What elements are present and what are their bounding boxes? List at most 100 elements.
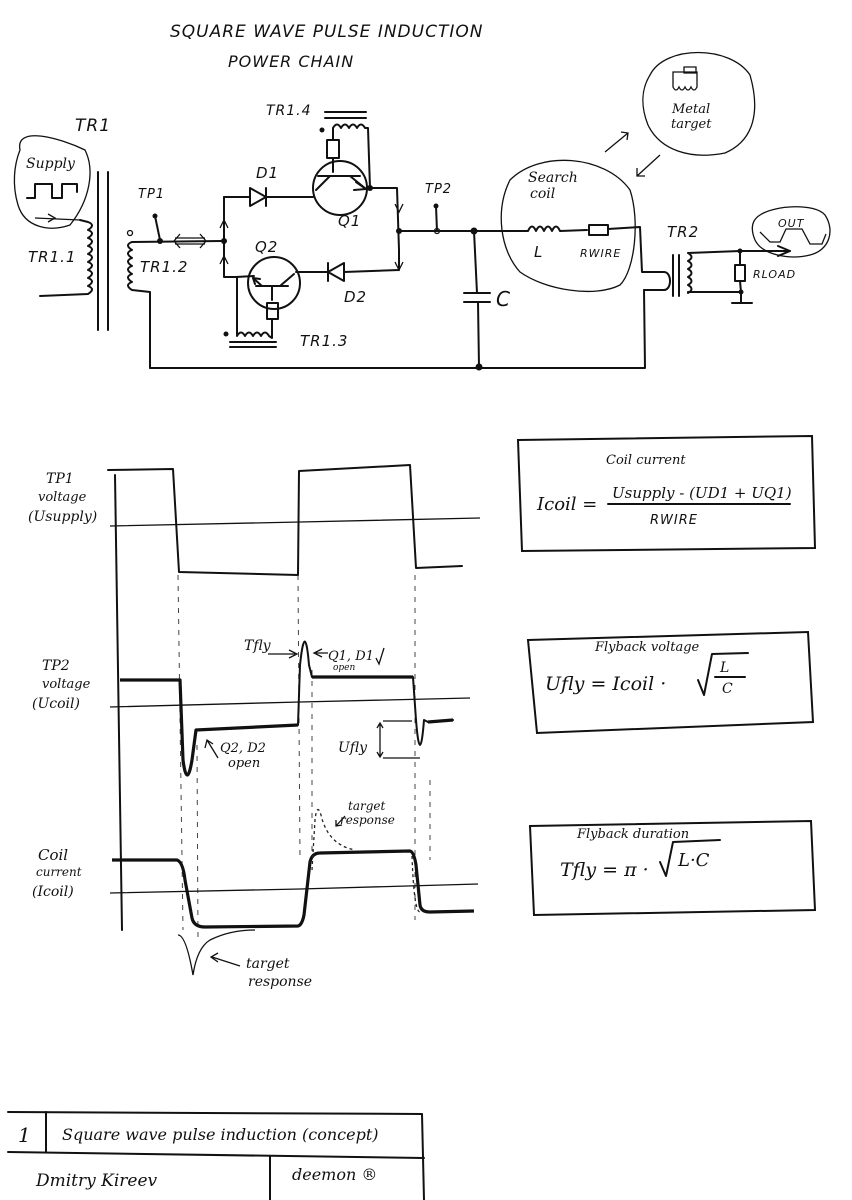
resistor-rwire-icon [588, 224, 609, 236]
polarity-dot-icon [126, 229, 134, 237]
diode-d2-icon [327, 262, 345, 282]
supply-arrow-icon [47, 213, 57, 223]
tr1-2-label: TR1.2 [140, 258, 188, 276]
metal-target-coil-icon [672, 66, 698, 91]
target-response-arrow-icon [209, 952, 241, 967]
guide-line [177, 574, 184, 931]
supply-label: Supply [26, 156, 76, 172]
flyback-duration-title: Flyback duration [576, 827, 689, 842]
tp1-waveform [107, 464, 463, 576]
search-coil-bubble [500, 159, 636, 293]
tp1-wave-label-3: (Usupply) [28, 509, 97, 525]
tp2-wave-label-1: TP2 [42, 658, 70, 674]
target-response-arrow-icon [335, 815, 346, 827]
q2-label: Q2 [255, 238, 278, 256]
tp1-label: TP1 [138, 187, 165, 202]
q1d1-open-label: Q1, D1 [328, 649, 374, 664]
resistor-icon [326, 139, 340, 159]
formula-flyback-voltage: Flyback voltage Ufly = Icoil · L C [526, 630, 815, 735]
guide-line [196, 744, 199, 941]
tfly-label: Tfly [244, 638, 272, 654]
capacitor-c-icon [463, 230, 491, 368]
coil-baseline [109, 883, 479, 894]
tr1-4-winding [332, 123, 371, 189]
tp2-wave-label-2: voltage [42, 677, 91, 692]
tp1-probe [154, 215, 161, 241]
resistor-rload-icon [734, 264, 746, 282]
guide-line [297, 574, 301, 861]
metal-target-label-1: Metal [671, 102, 710, 117]
title-block: 1 Square wave pulse induction (concept) … [7, 1111, 425, 1200]
supply-square-wave-icon [26, 183, 78, 199]
ufly-dimension-icon [376, 720, 420, 759]
flyback-voltage-lhs: Ufly = Icoil · [545, 673, 666, 695]
tp1-wave-label-2: voltage [38, 490, 87, 505]
coil-current-numerator: Usupply - (UD1 + UQ1) [612, 484, 792, 502]
tp2-waveform [120, 678, 299, 777]
coil-wave-label-3: (Icoil) [32, 884, 74, 900]
coil-current-lhs: Icoil = [536, 494, 597, 515]
sheet-description: Square wave pulse induction (concept) [62, 1125, 379, 1144]
q1d1-open-sub: open [333, 663, 356, 673]
target-response-label-2b: response [248, 974, 312, 990]
resistor-icon [266, 302, 279, 320]
target-response-curve [311, 808, 356, 871]
inductor-label: L [534, 243, 543, 261]
coil-wave-label-2: current [36, 865, 82, 879]
check-icon [375, 647, 385, 666]
tp2-probe [435, 205, 438, 232]
schematic: TR1 Supply TR1.1 TR1.2 TP1 D1 [13, 51, 831, 371]
rwire-label: RWIRE [580, 247, 621, 260]
sqrt-symbol-icon [697, 652, 749, 696]
tp2-label: TP2 [425, 182, 452, 197]
formula-flyback-duration: Flyback duration Tfly = π · L·C [528, 819, 817, 917]
arrow-to-target-icon [604, 131, 629, 153]
ufly-label: Ufly [338, 740, 368, 756]
q1-label: Q1 [338, 212, 361, 230]
target-response-curve [411, 855, 421, 913]
metal-target-bubble [642, 51, 756, 156]
d2-label: D2 [344, 288, 367, 306]
target-response-label-1: target [348, 799, 385, 813]
search-coil-label-2: coil [530, 186, 555, 202]
output-arrow-icon [777, 245, 791, 257]
tr1-label: TR1 [75, 116, 111, 136]
tr1-3-label: TR1.3 [300, 332, 348, 350]
transistor-q1-icon [312, 160, 368, 216]
bidirectional-arrow-icon [173, 233, 207, 249]
flyback-duration-sqrt-body: L·C [677, 850, 710, 871]
coil-waveform [112, 849, 475, 929]
target-response-label-1b: response [340, 813, 395, 827]
transistor-q2-icon [247, 256, 301, 310]
metal-target-label-2: target [671, 117, 712, 132]
tr1-1-label: TR1.1 [28, 248, 76, 266]
tfly-arrow-icon [268, 648, 328, 659]
q2d2-arrow-icon [204, 738, 219, 759]
time-axis [114, 474, 123, 931]
title-line-1: SQUARE WAVE PULSE INDUCTION [170, 22, 483, 42]
arrow-from-target-icon [636, 154, 661, 177]
search-coil-label-1: Search [528, 170, 578, 186]
rload-label: RLOAD [753, 268, 796, 281]
d1-label: D1 [256, 164, 279, 182]
tp1-baseline [109, 517, 481, 527]
brand-mark: deemon ® [292, 1165, 377, 1184]
tp1-wave-label-1: TP1 [46, 471, 74, 487]
current-arrow-icon [219, 218, 229, 265]
flyback-voltage-sqrt-num: L [719, 660, 729, 676]
tr1-4-label: TR1.4 [266, 103, 312, 119]
tp2-baseline [109, 697, 471, 708]
capacitor-label: C [496, 287, 511, 311]
flyback-voltage-sqrt-den: C [722, 681, 733, 697]
inductor-l-icon [509, 225, 588, 232]
sheet-number: 1 [18, 1123, 31, 1147]
tr1-2-winding [127, 241, 151, 369]
out-bubble [751, 206, 831, 258]
out-waveform-icon [759, 228, 827, 245]
supply-bubble [13, 135, 91, 229]
title-line-2: POWER CHAIN [228, 52, 354, 71]
target-response-curve [177, 929, 256, 976]
coil-wave-label-1: Coil [38, 846, 68, 864]
out-label: OUT [778, 217, 805, 230]
